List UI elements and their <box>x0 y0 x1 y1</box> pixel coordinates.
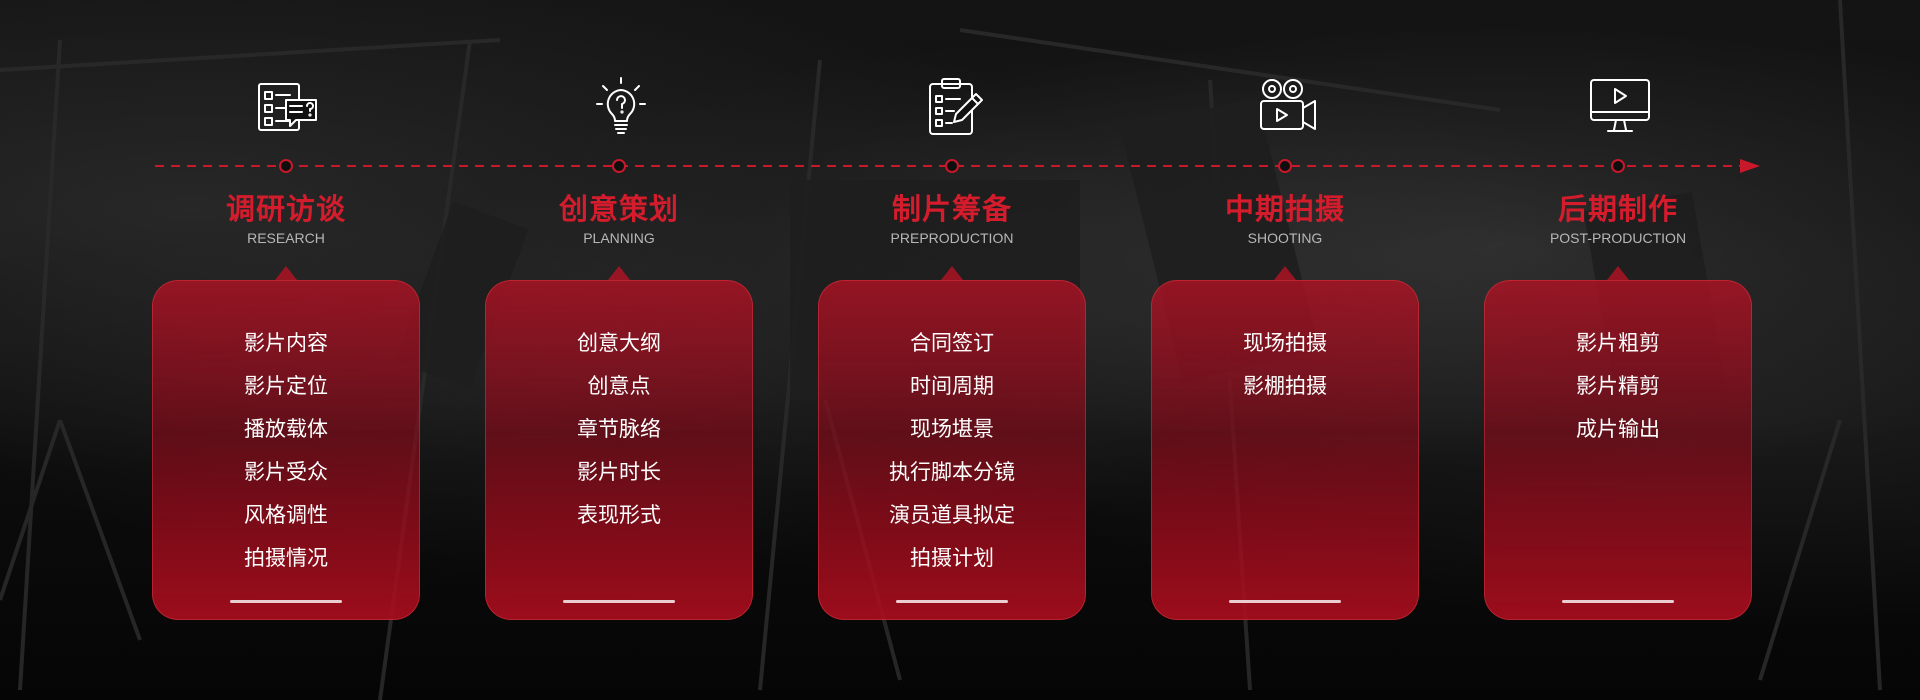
stage-subtitle: POST-PRODUCTION <box>1549 230 1687 246</box>
card-pointer <box>1274 266 1296 280</box>
list-item: 创意大纲 <box>577 331 661 355</box>
stage-subtitle: PREPRODUCTION <box>890 230 1014 246</box>
timeline-node <box>612 159 626 173</box>
list-item: 表现形式 <box>577 503 661 527</box>
list-item: 影片受众 <box>244 460 328 484</box>
list-item: 拍摄情况 <box>244 546 328 570</box>
card-underline <box>230 600 342 603</box>
list-item: 章节脉络 <box>577 417 661 441</box>
stage-title: 中期拍摄 <box>1224 192 1345 226</box>
list-item: 拍摄计划 <box>910 546 994 570</box>
stage-item-list: 合同签订 时间周期 现场堪景 执行脚本分镜 演员道具拟定 拍摄计划 <box>818 322 1086 580</box>
card-pointer <box>275 266 297 280</box>
card-pointer <box>1607 266 1629 280</box>
stage-title: 制片筹备 <box>891 192 1012 226</box>
list-item: 影棚拍摄 <box>1243 374 1327 398</box>
stage-item-list: 影片内容 影片定位 播放载体 影片受众 风格调性 拍摄情况 <box>152 322 420 580</box>
stage-item-list: 创意大纲 创意点 章节脉络 影片时长 表现形式 <box>485 322 753 537</box>
timeline-node <box>279 159 293 173</box>
timeline-node <box>1278 159 1292 173</box>
timeline-node <box>945 159 959 173</box>
list-item: 演员道具拟定 <box>889 503 1015 527</box>
list-item: 时间周期 <box>910 374 994 398</box>
card-underline <box>1562 600 1674 603</box>
card-underline <box>563 600 675 603</box>
list-item: 现场堪景 <box>910 417 994 441</box>
list-item: 影片时长 <box>577 460 661 484</box>
stage-title: 后期制作 <box>1557 192 1678 226</box>
list-item: 影片粗剪 <box>1576 331 1660 355</box>
timeline-node <box>1611 159 1625 173</box>
card-underline <box>896 600 1008 603</box>
card-pointer <box>608 266 630 280</box>
stage-card <box>1484 280 1752 620</box>
list-item: 播放载体 <box>244 417 328 441</box>
card-underline <box>1229 600 1341 603</box>
stage-card <box>485 280 753 620</box>
stage-card <box>818 280 1086 620</box>
list-item: 风格调性 <box>244 503 328 527</box>
stage-item-list: 影片粗剪 影片精剪 成片输出 <box>1484 322 1752 451</box>
list-item: 创意点 <box>587 374 651 398</box>
stage-card <box>1151 280 1419 620</box>
lightbulb-idea-icon <box>596 77 646 134</box>
clipboard-pen-icon <box>929 78 983 135</box>
list-item: 影片精剪 <box>1576 374 1660 398</box>
stage-card <box>152 280 420 620</box>
stage-item-list: 现场拍摄 影棚拍摄 <box>1151 322 1419 408</box>
list-item: 成片输出 <box>1576 417 1660 441</box>
card-pointer <box>941 266 963 280</box>
list-item: 影片内容 <box>244 331 328 355</box>
stage-subtitle: SHOOTING <box>1247 230 1323 246</box>
movie-camera-icon <box>1260 79 1316 130</box>
monitor-play-icon <box>1590 79 1650 132</box>
list-item: 合同签订 <box>910 331 994 355</box>
stage-subtitle: RESEARCH <box>247 230 325 246</box>
list-item: 现场拍摄 <box>1243 331 1327 355</box>
list-item: 影片定位 <box>244 374 328 398</box>
stage-title: 创意策划 <box>558 192 679 226</box>
timeline-arrowhead <box>1740 159 1760 173</box>
list-item: 执行脚本分镜 <box>889 460 1015 484</box>
stage-title: 调研访谈 <box>225 192 346 226</box>
survey-form-icon <box>258 83 317 131</box>
stage-subtitle: PLANNING <box>583 230 655 246</box>
